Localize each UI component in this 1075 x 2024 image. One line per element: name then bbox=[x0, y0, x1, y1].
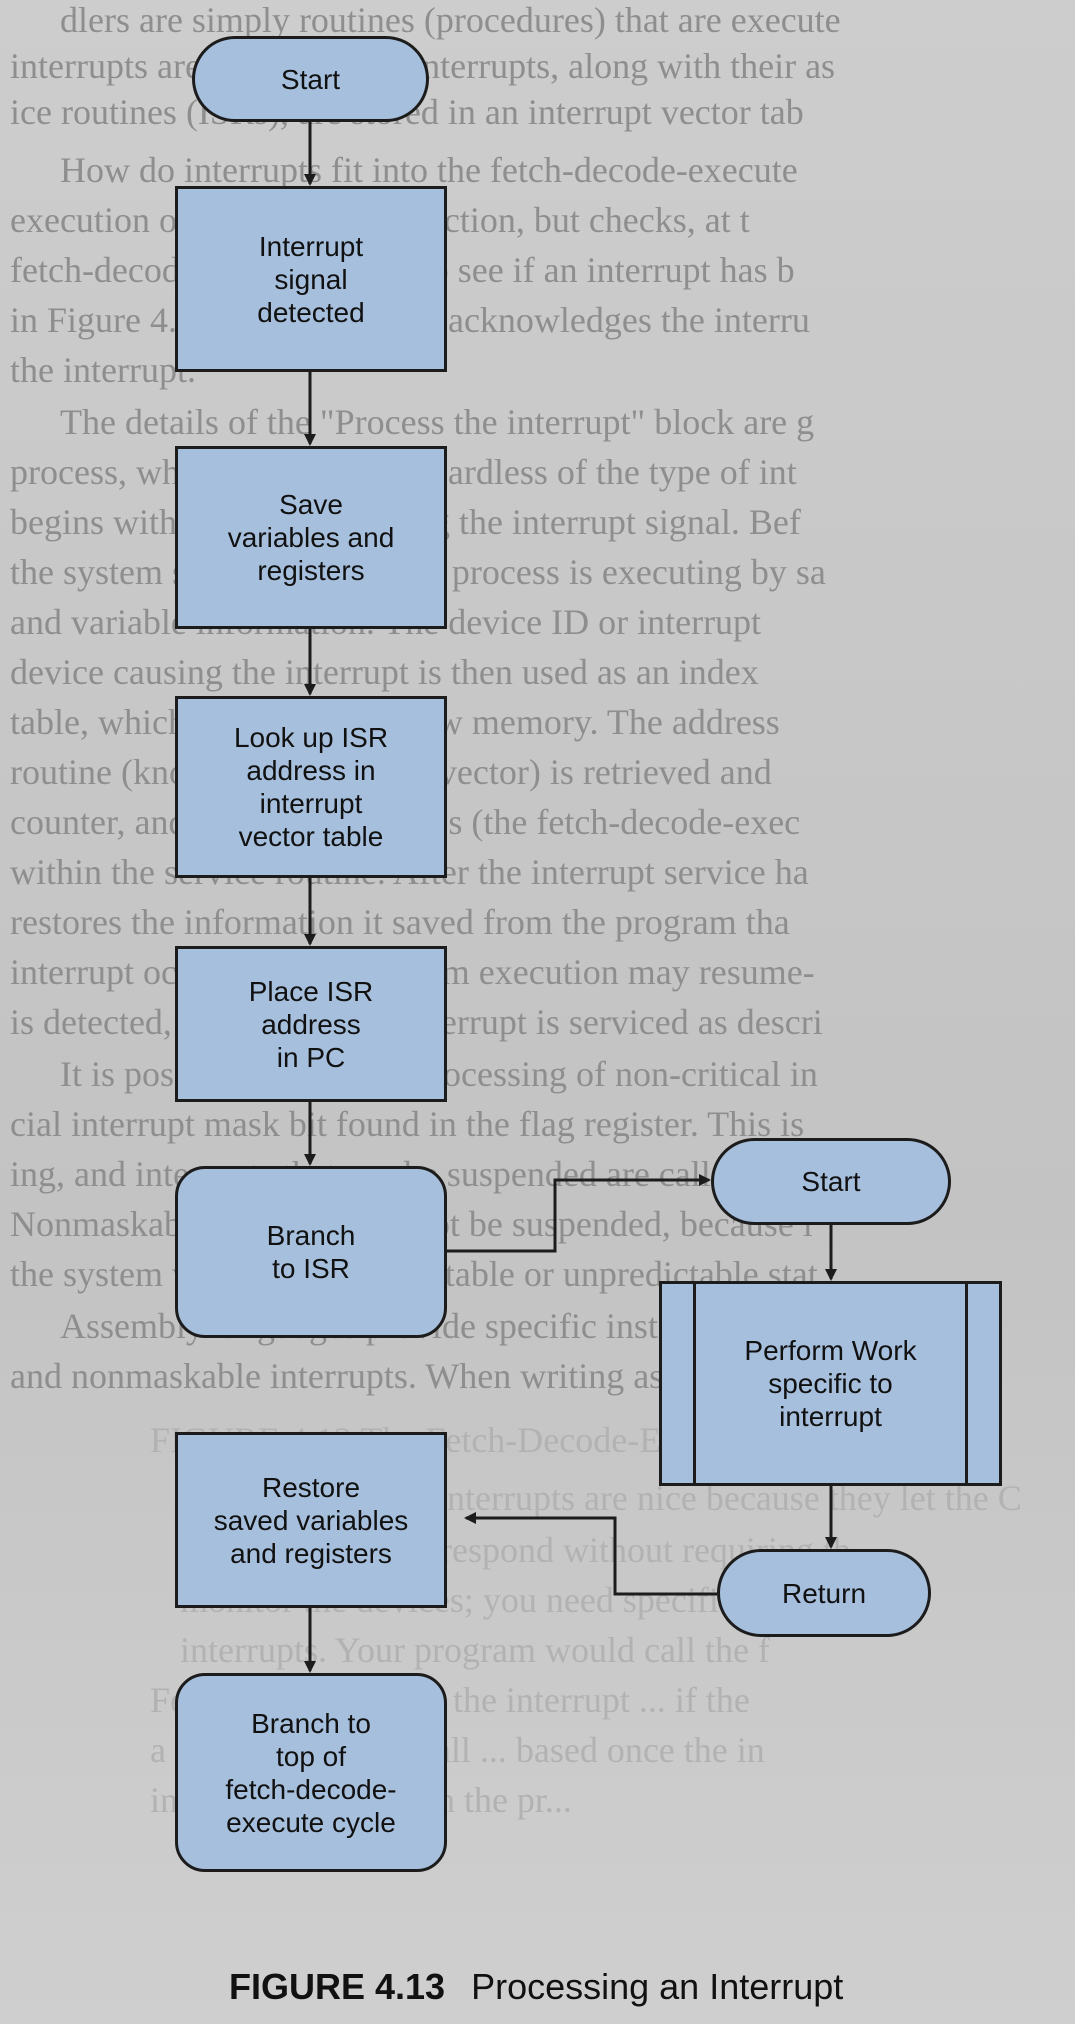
background-text-line: the interrupt. bbox=[10, 350, 196, 390]
start-label: Start bbox=[280, 63, 341, 95]
interrupt-detected-line-3: detected bbox=[257, 296, 365, 328]
lookup-isr-line-3: interrupt bbox=[259, 788, 363, 819]
save-variables-line-2: variables and bbox=[227, 522, 395, 553]
figure-number: FIGURE 4.13 bbox=[229, 1966, 446, 2007]
lookup-isr-line-4: vector table bbox=[238, 821, 384, 852]
lookup-isr-line-1: Look up ISR bbox=[233, 722, 389, 753]
branch-to-isr-box: Branch to ISR bbox=[175, 1166, 447, 1338]
save-variables-line-1: Save bbox=[279, 489, 343, 520]
isr-return-label: Return bbox=[781, 1577, 867, 1609]
arrow-return-to-restore bbox=[464, 1512, 717, 1596]
interrupt-detected-line-2: signal bbox=[274, 263, 348, 295]
background-text-line: dlers are simply routines (procedures) t… bbox=[60, 0, 841, 40]
branch-top-line-2: top of bbox=[275, 1740, 347, 1772]
branch-to-isr-line-1: Branch bbox=[266, 1220, 356, 1251]
figure-title: Processing an Interrupt bbox=[471, 1966, 844, 2007]
interrupt-detected-box: Interrupt signal detected bbox=[175, 186, 447, 372]
place-isr-line-2: address bbox=[261, 1008, 361, 1040]
restore-box: Restore saved variables and registers bbox=[175, 1432, 447, 1608]
branch-top-line-3: fetch-decode- bbox=[225, 1773, 397, 1805]
perform-work-box: Perform Work specific to interrupt bbox=[659, 1281, 1002, 1486]
perform-work-line-2: specific to bbox=[768, 1368, 893, 1399]
background-text-line: interrupts. Your program would call the … bbox=[180, 1630, 770, 1670]
branch-top-line-4: execute cycle bbox=[226, 1806, 396, 1838]
background-text-line: restores the information it saved from t… bbox=[10, 902, 790, 942]
perform-work-right-bar bbox=[965, 1284, 968, 1483]
save-variables-box: Save variables and registers bbox=[175, 446, 447, 629]
background-text-line: cial interrupt mask bit found in the fla… bbox=[10, 1104, 805, 1144]
restore-line-2: saved variables bbox=[213, 1504, 409, 1536]
restore-line-1: Restore bbox=[261, 1471, 361, 1503]
restore-line-3: and registers bbox=[230, 1537, 392, 1569]
isr-return-terminal: Return bbox=[717, 1549, 931, 1637]
place-isr-line-3: in PC bbox=[276, 1041, 346, 1073]
place-isr-box: Place ISR address in PC bbox=[175, 946, 447, 1102]
save-variables-line-3: registers bbox=[257, 555, 365, 586]
branch-top-box: Branch to top of fetch-decode- execute c… bbox=[175, 1673, 447, 1872]
lookup-isr-box: Look up ISR address in interrupt vector … bbox=[175, 696, 447, 878]
background-text-line: How do interrupts fit into the fetch-dec… bbox=[60, 150, 798, 190]
interrupt-detected-line-1: Interrupt bbox=[258, 230, 364, 262]
branch-top-line-1: Branch to bbox=[251, 1707, 371, 1739]
background-text-line: device causing the interrupt is then use… bbox=[10, 652, 759, 692]
start-terminal: Start bbox=[192, 36, 429, 122]
place-isr-line-1: Place ISR bbox=[248, 975, 374, 1007]
perform-work-line-1: Perform Work bbox=[744, 1335, 917, 1366]
perform-work-left-bar bbox=[693, 1284, 696, 1483]
branch-to-isr-line-2: to ISR bbox=[272, 1253, 350, 1284]
perform-work-line-3: interrupt bbox=[779, 1401, 882, 1432]
isr-start-label: Start bbox=[801, 1166, 861, 1197]
background-text-line: The details of the "Process the interrup… bbox=[60, 402, 815, 442]
arrow-branch-to-isr-start bbox=[446, 1174, 711, 1253]
isr-start-terminal: Start bbox=[711, 1138, 951, 1225]
lookup-isr-line-2: address in bbox=[246, 755, 376, 786]
figure-caption: FIGURE 4.13 Processing an Interrupt bbox=[0, 1966, 1075, 2008]
